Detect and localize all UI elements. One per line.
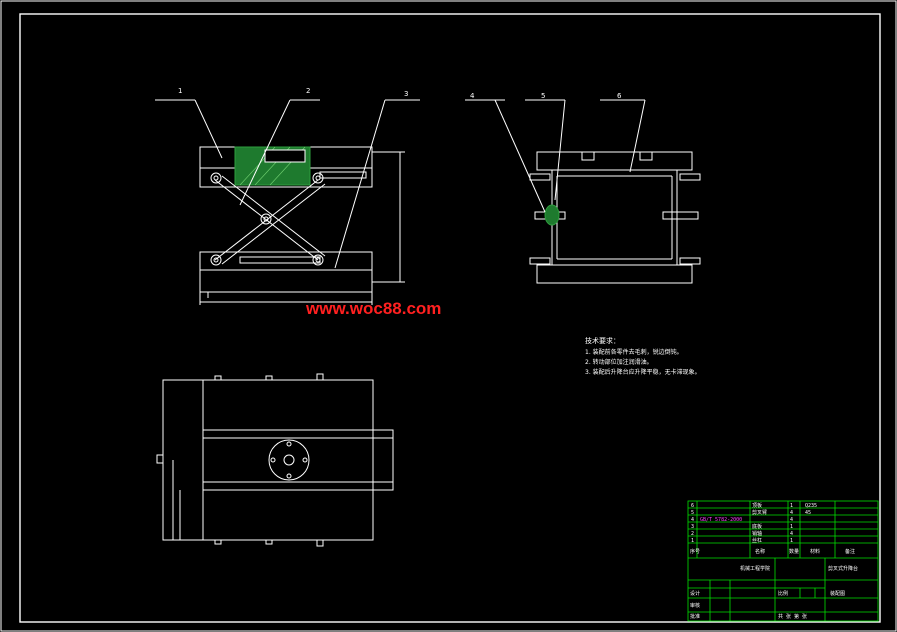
title-drawing-name: 剪叉式升降台: [828, 565, 858, 572]
balloon-3: 3: [404, 90, 408, 98]
part-qty: 1: [790, 538, 793, 544]
side-hatched-pin: [544, 204, 560, 226]
title-sheet: 共 张 第 张: [778, 613, 807, 620]
technical-notes: 技术要求： 1. 装配前各零件去毛刺，锐边倒钝。 2. 转动部位加注润滑油。 3…: [585, 336, 701, 376]
part-name: GB/T 5782-2000: [700, 517, 742, 523]
title-org: 机械工程学院: [740, 565, 770, 572]
side-bottom-plate: [536, 264, 693, 284]
notes-line-3: 3. 装配后升降台应升降平稳，无卡滞现象。: [585, 368, 701, 376]
header-note: 备注: [845, 548, 855, 555]
notes-line-1: 1. 装配前各零件去毛刺，锐边倒钝。: [585, 348, 683, 356]
title-scale: 比例: [778, 590, 788, 597]
part-qty: 1: [790, 524, 793, 530]
part-material: Q235: [805, 503, 817, 509]
title-approver: 批准: [690, 613, 700, 620]
header-name: 名称: [755, 548, 765, 555]
center-pin: [260, 213, 272, 225]
top-view-disc: [268, 439, 310, 481]
title-designer: 设计: [690, 590, 700, 597]
front-view: [155, 99, 420, 305]
title-block: [687, 500, 879, 622]
title-checker: 审核: [690, 602, 700, 609]
header-qty: 数量: [789, 548, 799, 555]
bottom-plate: [199, 251, 373, 293]
balloon-6: 6: [617, 92, 622, 100]
title-assembly: 装配图: [830, 590, 845, 597]
parts-list: 6 顶板 1 Q235 5 剪叉臂 4 45 4 GB/T 5782-2000 …: [690, 502, 858, 620]
part-qty: 4: [790, 517, 793, 523]
top-view: [156, 373, 394, 547]
part-name: 销轴: [752, 530, 762, 537]
part-no: 5: [691, 510, 694, 516]
part-name: 剪叉臂: [752, 509, 767, 516]
header-material: 材料: [810, 548, 820, 555]
notes-heading: 技术要求：: [585, 336, 620, 345]
top-view-outline: [162, 379, 374, 541]
balloon-2: 2: [306, 87, 310, 95]
part-no: 1: [691, 538, 694, 544]
part-qty: 4: [790, 531, 793, 537]
balloon-1: 1: [178, 87, 182, 95]
part-qty: 1: [790, 503, 793, 509]
part-no: 6: [691, 503, 694, 509]
header-no: 序号: [690, 548, 700, 555]
part-name: 顶板: [752, 502, 762, 509]
part-material: 45: [805, 510, 811, 516]
part-name: 底板: [752, 523, 762, 530]
inner-border: [19, 13, 881, 623]
part-qty: 4: [790, 510, 793, 516]
side-view: [465, 99, 701, 284]
balloon-5: 5: [541, 92, 545, 100]
top-view-slide: [202, 429, 394, 491]
side-top-plate: [536, 151, 693, 171]
balloon-4: 4: [470, 92, 475, 100]
watermark: www.woc88.com: [305, 299, 441, 318]
part-no: 4: [691, 517, 694, 523]
top-slot: [319, 171, 367, 179]
part-name: 丝杠: [752, 537, 762, 544]
side-frame: [551, 169, 678, 266]
notes-line-2: 2. 转动部位加注润滑油。: [585, 358, 653, 366]
part-no: 2: [691, 531, 694, 537]
bottom-slot: [239, 256, 321, 264]
scissor-arm-b: [214, 179, 319, 261]
part-no: 3: [691, 524, 694, 530]
